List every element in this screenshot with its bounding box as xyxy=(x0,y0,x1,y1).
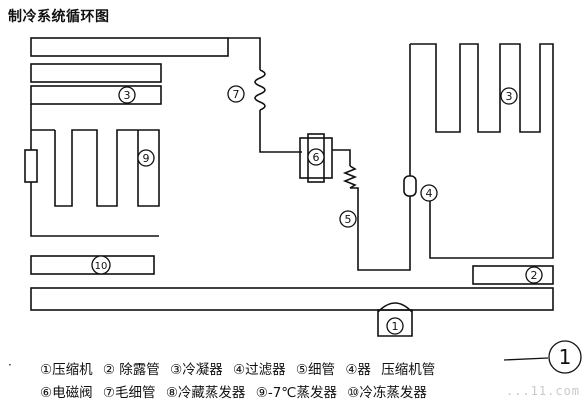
solenoid-valve-6 xyxy=(299,137,333,179)
legend-item: ④过滤器 xyxy=(233,362,286,378)
valve-right-line xyxy=(332,149,351,166)
watermark: ...11.com xyxy=(506,384,581,398)
legend-row-1: ①压缩机 ② 除露管 ③冷凝器 ④过滤器 ⑤细管 ④器 压缩机管 xyxy=(40,358,441,378)
capillary-line-top xyxy=(228,37,261,70)
callout-circle-6 xyxy=(307,148,325,166)
callout-circle-1 xyxy=(386,317,404,335)
freezer-plate-2 xyxy=(30,287,554,311)
legend-item: ⑤细管 xyxy=(295,362,336,378)
dew-pipe-2 xyxy=(472,265,554,285)
callout-circle-10 xyxy=(91,255,111,275)
upper-plate-1 xyxy=(30,37,229,57)
callout-circle-9 xyxy=(137,149,155,167)
condenser-3 xyxy=(410,43,554,259)
callout-circle-4 xyxy=(420,184,438,202)
legend-item: ② 除露管 xyxy=(102,362,160,378)
legend-item: ⑩冷冻蒸发器 xyxy=(347,385,427,401)
callout-1: 1 xyxy=(392,320,399,333)
upper-plate-2 xyxy=(30,63,162,83)
callout-circle-2 xyxy=(525,266,543,284)
legend-row-2: ⑥电磁阀 ⑦毛细管 ⑧冷藏蒸发器 ⑨-7℃蒸发器 ⑩冷冻蒸发器 xyxy=(40,381,433,401)
freezer-plate-1 xyxy=(30,255,155,275)
legend-bullet: · xyxy=(8,358,12,372)
compressor-1 xyxy=(377,309,413,337)
legend-item: ③冷凝器 xyxy=(170,362,223,378)
legend-item: ⑨-7℃蒸发器 xyxy=(255,385,337,401)
compressor-dome xyxy=(377,302,413,313)
legend-item: ⑥电磁阀 xyxy=(40,385,93,401)
legend-item: 压缩机管 xyxy=(381,362,436,378)
callout-10: 10 xyxy=(95,261,108,272)
callout-big: 1 xyxy=(559,345,572,369)
left-filter-tube xyxy=(24,149,38,183)
callout-circle-5 xyxy=(339,210,357,228)
filter-4 xyxy=(403,175,417,197)
callout-3a: 3 xyxy=(124,89,131,102)
callout-4: 4 xyxy=(426,187,433,200)
left-lower-riser xyxy=(30,182,159,237)
callout-2: 2 xyxy=(531,269,538,282)
legend-item: ①压缩机 xyxy=(40,362,93,378)
capillary-coil-7 xyxy=(254,69,266,111)
callout-circle-7 xyxy=(227,85,245,103)
serpentine-evaporator-9 xyxy=(54,129,160,207)
callout-3b: 3 xyxy=(506,90,513,103)
callout-circle-3b xyxy=(500,87,518,105)
callout-circle-3a xyxy=(118,86,136,104)
capillary-line-down xyxy=(259,110,302,153)
callout-6: 6 xyxy=(313,151,320,164)
legend-item: ⑧冷藏蒸发器 xyxy=(165,385,246,401)
diagram-title: 制冷系统循环图 xyxy=(8,9,110,25)
legend-item: ⑦毛细管 xyxy=(102,385,156,401)
big-callout-leader xyxy=(503,357,549,361)
legend-item: ④器 xyxy=(345,362,371,378)
callout-9: 9 xyxy=(143,152,150,165)
callout-circle-big xyxy=(548,340,582,374)
coil5-down xyxy=(350,187,411,271)
callout-5: 5 xyxy=(345,213,352,226)
callout-7: 7 xyxy=(233,88,240,101)
small-coil-5 xyxy=(342,165,358,189)
upper-plate-3 xyxy=(30,85,162,105)
